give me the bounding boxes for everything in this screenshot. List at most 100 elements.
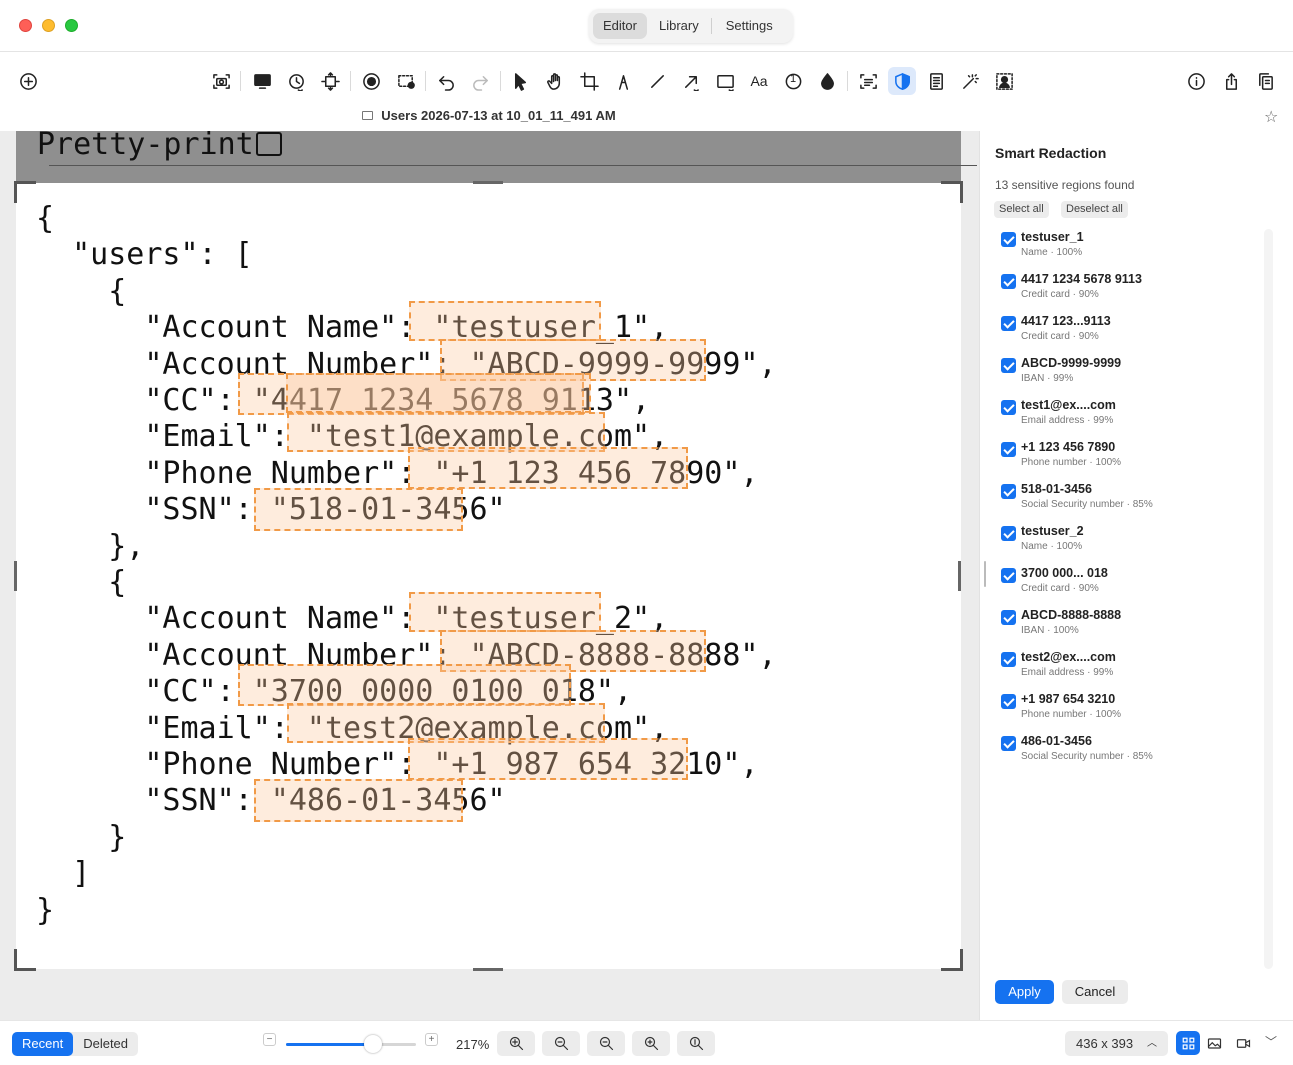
undo-icon[interactable] bbox=[432, 67, 460, 95]
video-view-icon[interactable] bbox=[1231, 1031, 1255, 1055]
redaction-checkbox[interactable] bbox=[1001, 442, 1016, 457]
background-icon[interactable] bbox=[990, 67, 1018, 95]
redaction-checkbox[interactable] bbox=[1001, 484, 1016, 499]
info-icon[interactable] bbox=[1182, 67, 1210, 95]
maximize-window-button[interactable] bbox=[65, 19, 78, 32]
select-all-button[interactable]: Select all bbox=[994, 201, 1049, 218]
zoom-slider[interactable] bbox=[286, 1043, 416, 1046]
redaction-box[interactable] bbox=[408, 447, 688, 489]
grid-view-icon[interactable] bbox=[1176, 1031, 1200, 1055]
timer-icon[interactable] bbox=[282, 67, 310, 95]
crop-handle-left[interactable] bbox=[14, 561, 17, 591]
redaction-checkbox[interactable] bbox=[1001, 316, 1016, 331]
redaction-box[interactable] bbox=[408, 738, 688, 780]
redaction-checkbox[interactable] bbox=[1001, 274, 1016, 289]
redaction-checkbox[interactable] bbox=[1001, 526, 1016, 541]
crop-handle-top-right[interactable] bbox=[941, 181, 963, 203]
redo-icon[interactable] bbox=[466, 67, 494, 95]
tab-recent[interactable]: Recent bbox=[12, 1032, 74, 1056]
display-icon[interactable] bbox=[248, 67, 276, 95]
cancel-button[interactable]: Cancel bbox=[1062, 980, 1128, 1004]
zoom-out-icon[interactable] bbox=[542, 1031, 580, 1056]
screenshot-image[interactable]: { "users": [ { "Account Name": "testuser… bbox=[16, 183, 961, 969]
favorite-star-icon[interactable]: ☆ bbox=[1264, 109, 1279, 126]
arrow-icon[interactable] bbox=[677, 67, 705, 95]
redaction-box[interactable] bbox=[409, 301, 601, 341]
select-arrow-icon[interactable] bbox=[506, 67, 534, 95]
redaction-box[interactable] bbox=[440, 630, 706, 672]
redaction-checkbox[interactable] bbox=[1001, 568, 1016, 583]
add-icon[interactable] bbox=[14, 67, 42, 95]
panel-resize-handle[interactable] bbox=[984, 561, 986, 587]
zoom-slider-knob[interactable] bbox=[364, 1035, 383, 1053]
redaction-box[interactable] bbox=[238, 664, 571, 706]
record-area-icon[interactable] bbox=[392, 67, 420, 95]
redaction-checkbox[interactable] bbox=[1001, 694, 1016, 709]
counter-icon[interactable]: 1 bbox=[779, 67, 807, 95]
record-icon[interactable] bbox=[357, 67, 385, 95]
redaction-box[interactable] bbox=[287, 412, 605, 452]
image-dimensions[interactable]: 436 x 393︿ bbox=[1065, 1031, 1168, 1056]
crop-handle-top[interactable] bbox=[473, 181, 503, 184]
hand-icon[interactable] bbox=[541, 67, 569, 95]
redaction-box[interactable] bbox=[254, 779, 463, 822]
crop-icon[interactable] bbox=[575, 67, 603, 95]
magic-wand-icon[interactable] bbox=[956, 67, 984, 95]
redaction-box[interactable] bbox=[254, 488, 463, 531]
panel-scrollbar[interactable] bbox=[1264, 229, 1273, 969]
shield-icon[interactable] bbox=[888, 67, 916, 95]
close-window-button[interactable] bbox=[19, 19, 32, 32]
minimize-window-button[interactable] bbox=[42, 19, 55, 32]
redaction-checkbox[interactable] bbox=[1001, 232, 1016, 247]
document-icon[interactable] bbox=[922, 67, 950, 95]
apply-button[interactable]: Apply bbox=[995, 980, 1054, 1004]
image-view-icon[interactable] bbox=[1202, 1031, 1226, 1055]
share-icon[interactable] bbox=[1217, 67, 1245, 95]
blur-drop-icon[interactable] bbox=[813, 67, 841, 95]
tab-settings[interactable]: Settings bbox=[725, 18, 773, 33]
crop-handle-bottom-left[interactable] bbox=[14, 949, 36, 971]
redaction-checkbox[interactable] bbox=[1001, 400, 1016, 415]
crop-handle-bottom-right[interactable] bbox=[941, 949, 963, 971]
redaction-box[interactable] bbox=[238, 373, 584, 415]
zoom-fit-icon[interactable] bbox=[497, 1031, 535, 1056]
zoom-in-icon[interactable] bbox=[632, 1031, 670, 1056]
tab-deleted[interactable]: Deleted bbox=[83, 1036, 129, 1051]
rectangle-icon[interactable] bbox=[711, 67, 739, 95]
deselect-all-button[interactable]: Deselect all bbox=[1061, 201, 1128, 218]
redaction-checkbox[interactable] bbox=[1001, 652, 1016, 667]
crop-handle-bottom[interactable] bbox=[473, 968, 503, 971]
copy-icon[interactable] bbox=[1251, 67, 1279, 95]
redaction-checkbox[interactable] bbox=[1001, 610, 1016, 625]
crop-handle-right[interactable] bbox=[958, 561, 961, 591]
chevron-down-icon[interactable]: ﹀ bbox=[1265, 1035, 1278, 1049]
zoom-plus-button[interactable]: + bbox=[425, 1033, 438, 1046]
redaction-box[interactable] bbox=[287, 703, 605, 743]
crop-handle-top-left[interactable] bbox=[14, 181, 36, 203]
redaction-box[interactable] bbox=[409, 592, 601, 632]
redaction-checkbox[interactable] bbox=[1001, 736, 1016, 751]
ocr-icon[interactable] bbox=[854, 67, 882, 95]
line-icon[interactable] bbox=[643, 67, 671, 95]
text-icon[interactable]: Aa bbox=[750, 73, 768, 89]
zoom-actual-icon[interactable] bbox=[677, 1031, 715, 1056]
redaction-box[interactable] bbox=[286, 373, 591, 413]
screenshot-icon[interactable] bbox=[207, 67, 235, 95]
redaction-checkbox[interactable] bbox=[1001, 358, 1016, 373]
zoom-out-alt-icon[interactable] bbox=[587, 1031, 625, 1056]
zoom-minus-button[interactable]: − bbox=[263, 1033, 276, 1046]
tab-library[interactable]: Library bbox=[658, 18, 699, 33]
